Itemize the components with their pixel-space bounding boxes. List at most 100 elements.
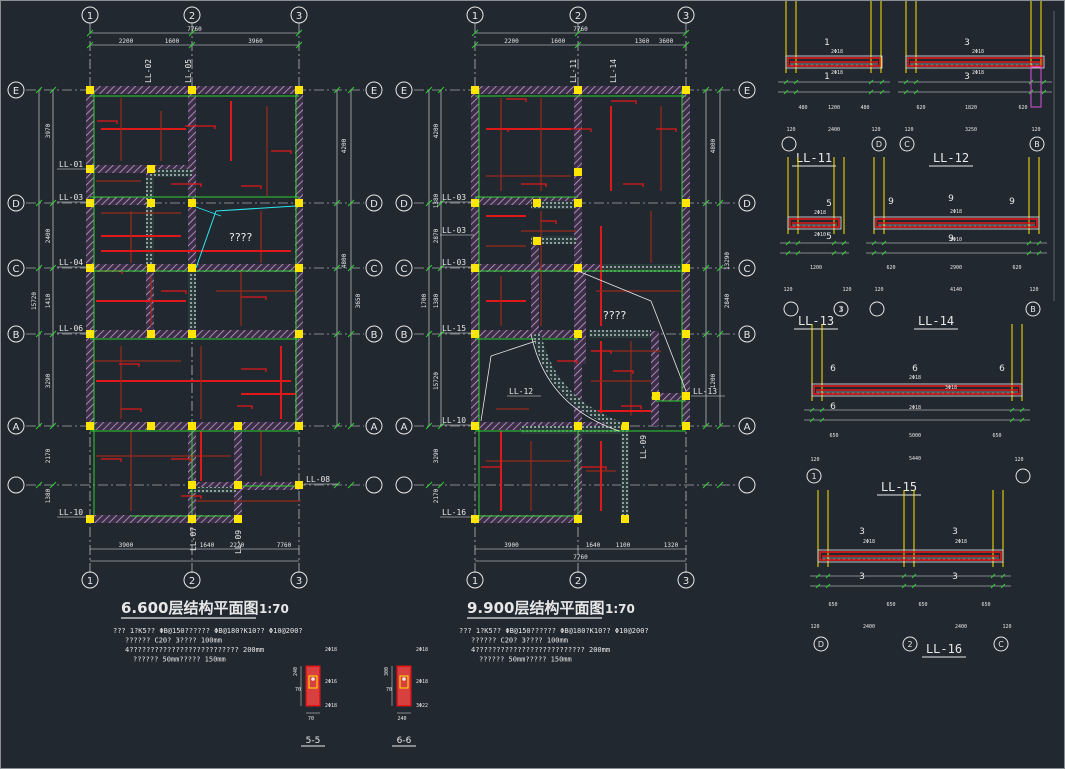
column: [574, 168, 582, 176]
detail-label: LL-13: [798, 314, 834, 328]
dim-tick: [437, 199, 445, 207]
axis-bubble-top: [677, 6, 695, 24]
axis-bubble-left: [7, 259, 25, 277]
detail-dim: 2Φ18: [955, 539, 967, 545]
column: [682, 264, 690, 272]
void-edge: [490, 340, 537, 357]
column: [147, 330, 155, 338]
section-mark: 6: [830, 364, 836, 374]
dim-tick: [879, 79, 885, 85]
axis-label: B: [1034, 140, 1040, 149]
dim-text: 3970: [45, 123, 52, 138]
rebar-hook: [506, 98, 527, 102]
axis-bubble-left: [7, 325, 25, 343]
dim-text: 3290: [45, 373, 52, 388]
axis-label: A: [13, 422, 20, 433]
column: [682, 199, 690, 207]
column: [147, 165, 155, 173]
axis-bubble-left: [7, 476, 25, 494]
dim-tick: [471, 29, 479, 37]
dim-text: 1380: [45, 488, 52, 503]
wall-interior: [475, 197, 578, 205]
dim-tick: [333, 330, 341, 338]
wall-shear: [521, 426, 621, 434]
rebar-hook: [581, 466, 607, 470]
detail-dim: 120: [783, 287, 792, 293]
dim-text: 2170: [45, 448, 52, 463]
dim-tick: [881, 250, 887, 256]
detail-dim: 3: [839, 307, 842, 313]
dim-tick: [682, 29, 690, 37]
wall-interior: [475, 330, 578, 338]
dim-tick: [49, 422, 57, 430]
axis-label: D: [743, 199, 751, 210]
rebar-hook: [241, 296, 267, 300]
detail-dim: 2Φ18: [909, 405, 921, 411]
dim-tick: [347, 264, 355, 272]
plan-title: 9.900层结构平面图: [467, 599, 604, 617]
beam-label: LL-09: [234, 530, 243, 554]
column: [86, 330, 94, 338]
detail-label: LL-15: [881, 480, 917, 494]
column: [188, 264, 196, 272]
column: [295, 86, 303, 94]
dim-tick: [815, 573, 821, 579]
axis-bubble-top: [466, 6, 484, 24]
axis-label: 3: [683, 576, 689, 587]
dim-tick: [841, 240, 847, 246]
magenta-block: [1030, 66, 1042, 108]
axis-label: B: [13, 330, 20, 341]
dim-text: 4800: [341, 253, 348, 268]
detail-dim: 620: [1018, 105, 1027, 111]
section-mark: 3: [964, 38, 970, 48]
axis-label: 1: [87, 11, 93, 22]
dim-text: 3600: [659, 38, 674, 45]
section-mark: 1: [824, 38, 830, 48]
rebar-dot: [311, 677, 315, 681]
dim-text: 15720: [433, 372, 440, 390]
dim-text: 13290: [724, 252, 731, 270]
column: [682, 422, 690, 430]
wall-shear: [190, 487, 236, 493]
axis-bubble: [813, 636, 829, 652]
detail-dim: 120: [786, 127, 795, 133]
axis-label: D: [12, 199, 20, 210]
dim-text: 2400: [45, 228, 52, 243]
beam-label: LL-15: [442, 324, 466, 333]
beam-body: [785, 55, 883, 69]
axis-label: B: [401, 330, 408, 341]
axis-bubble: [833, 301, 849, 317]
section-mark: 3: [952, 527, 958, 537]
axis-bubble-left: [395, 417, 413, 435]
detail-dim: 120: [904, 127, 913, 133]
rebar-hook: [171, 458, 192, 462]
void-edge: [650, 300, 687, 392]
detail-dim: 120: [871, 127, 880, 133]
axis-label: E: [744, 86, 750, 97]
axis-bubble-right: [365, 417, 383, 435]
axis-bubble: [993, 636, 1009, 652]
wall-shear: [601, 264, 686, 272]
column: [147, 422, 155, 430]
column: [147, 264, 155, 272]
section-mark: 9: [1009, 197, 1015, 207]
column: [86, 199, 94, 207]
dim-tick: [1041, 79, 1047, 85]
axis-label: A: [371, 422, 378, 433]
column: [147, 199, 155, 207]
plan-scale: 1:70: [259, 602, 289, 616]
detail-dim: 5000: [909, 433, 921, 439]
axis-bubble-left: [395, 81, 413, 99]
top-rebar: [789, 218, 840, 228]
axis-label: 1: [472, 576, 478, 587]
dim-tick: [809, 407, 815, 413]
section-mark: 6: [830, 402, 836, 412]
dim-tick: [795, 240, 801, 246]
dim-tick: [333, 264, 341, 272]
top-rebar: [819, 551, 1002, 561]
axis-bubble-left: [395, 259, 413, 277]
plan-note: 4?????????????????????????? 200mm: [471, 646, 610, 654]
section-dim: 70: [308, 716, 314, 722]
beam-label: LL-03: [442, 258, 466, 267]
dim-tick: [49, 481, 57, 489]
